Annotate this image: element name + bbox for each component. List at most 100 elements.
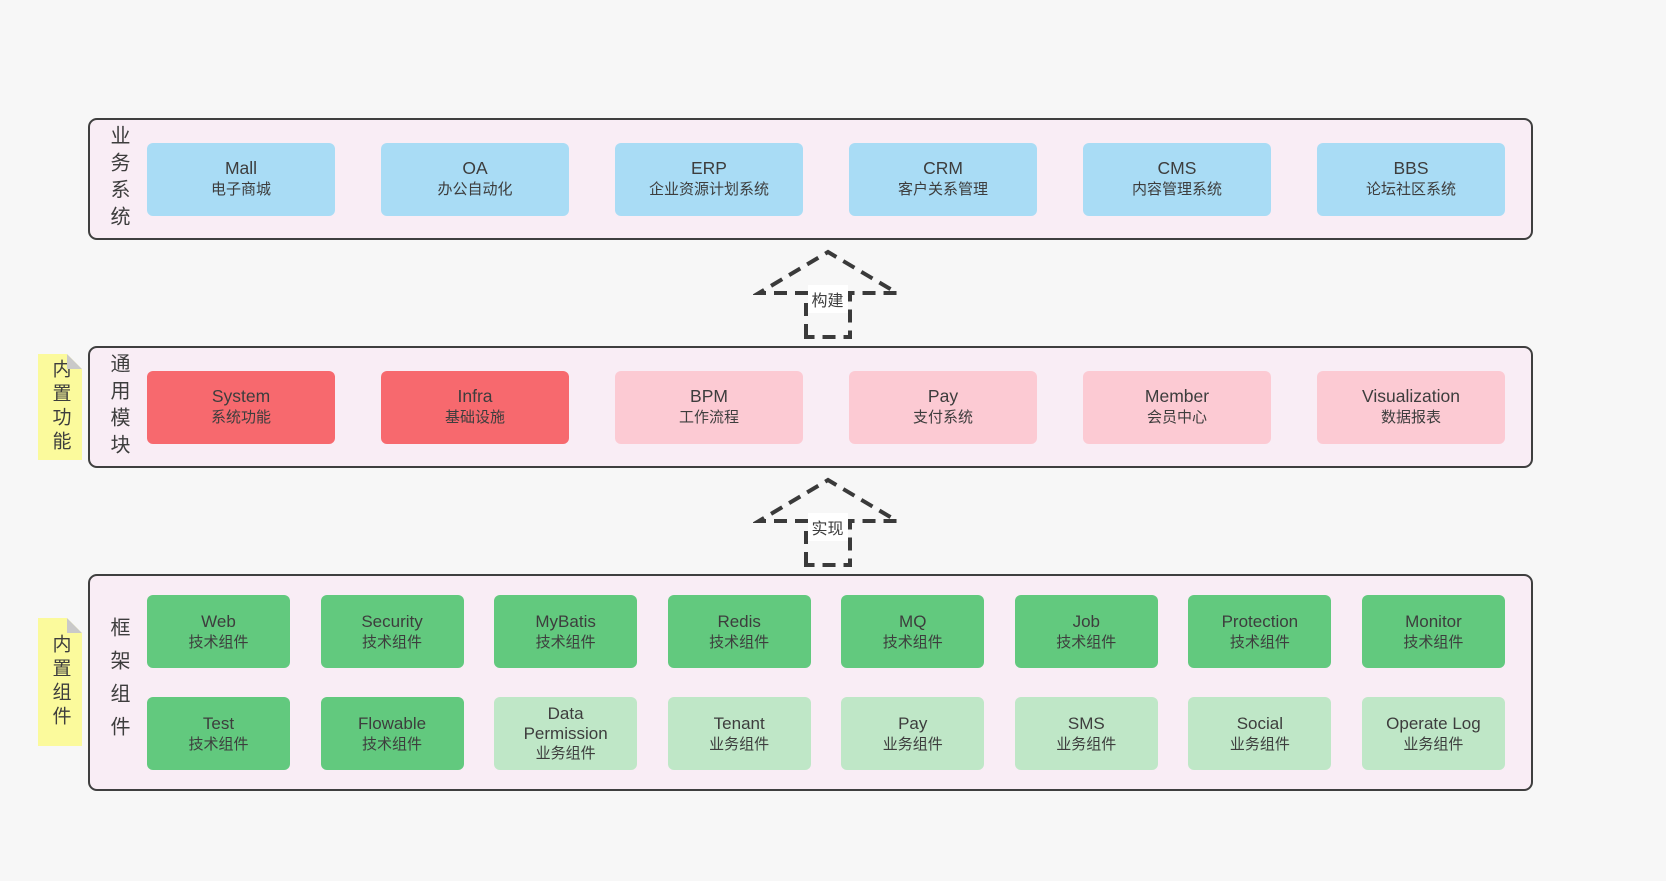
- layer-label-cell: 业务系统: [90, 120, 147, 238]
- box-bbs: BBS 论坛社区系统: [1317, 142, 1505, 216]
- box-monitor: Monitor 技术组件: [1361, 595, 1505, 668]
- box-title: ERP: [691, 158, 727, 178]
- box-mall: Mall 电子商城: [147, 142, 335, 216]
- layer-label-modules: 通用模块: [107, 353, 129, 461]
- box-redis: Redis 技术组件: [667, 595, 811, 668]
- arrow-up-icon: 实现: [752, 475, 903, 567]
- box-title: Redis: [717, 611, 761, 631]
- box-subtitle: 业务组件: [882, 735, 943, 753]
- box-subtitle: 会员中心: [1146, 409, 1207, 426]
- box-subtitle: 技术组件: [362, 735, 423, 753]
- box-title: Pay: [927, 386, 959, 406]
- box-subtitle: 业务组件: [1056, 735, 1117, 753]
- arrow-zone-build: 构建: [88, 240, 1533, 346]
- box-subtitle: 技术组件: [362, 633, 423, 651]
- box-oa: OA 办公自动化: [381, 142, 569, 216]
- box-subtitle: 支付系统: [912, 409, 973, 426]
- note-built-in-components: 内置组件: [38, 618, 82, 746]
- box-title: BBS: [1393, 158, 1429, 178]
- box-title: Test: [202, 713, 235, 733]
- box-subtitle: 论坛社区系统: [1365, 181, 1456, 198]
- box-subtitle: 工作流程: [678, 409, 739, 426]
- layer-business-systems: 业务系统 Mall 电子商城 OA 办公自动化 ERP 企业资源计划系统 CRM…: [88, 118, 1533, 240]
- layer-label-cell: 通用模块: [90, 348, 147, 466]
- box-subtitle: 内容管理系统: [1131, 181, 1222, 198]
- box-title: OA: [462, 158, 488, 178]
- box-mybatis: MyBatis 技术组件: [494, 595, 638, 668]
- box-title: BPM: [690, 386, 728, 406]
- box-title: Flowable: [358, 713, 427, 733]
- box-cms: CMS 内容管理系统: [1083, 142, 1271, 216]
- box-subtitle: 电子商城: [210, 181, 271, 198]
- note-label: 内置功能: [49, 359, 71, 455]
- layer-label-framework: 框架组件: [107, 616, 129, 749]
- box-bpm: BPM 工作流程: [615, 370, 803, 444]
- box-title: Mall: [224, 158, 258, 178]
- box-subtitle: 技术组件: [535, 633, 596, 651]
- box-title: Pay: [898, 713, 928, 733]
- box-subtitle: 技术组件: [1403, 633, 1464, 651]
- box-system: System 系统功能: [147, 370, 335, 444]
- box-subtitle: 数据报表: [1380, 409, 1441, 426]
- box-security: Security 技术组件: [320, 595, 464, 668]
- box-subtitle: 技术组件: [1056, 633, 1117, 651]
- box-member: Member 会员中心: [1083, 370, 1271, 444]
- box-crm: CRM 客户关系管理: [849, 142, 1037, 216]
- box-title: Member: [1144, 386, 1210, 406]
- framework-boxes-grid: Web 技术组件 Security 技术组件 MyBatis 技术组件 Redi…: [147, 576, 1531, 789]
- arrow-up-icon: 构建: [752, 247, 903, 339]
- box-social: Social 业务组件: [1188, 697, 1332, 770]
- box-sms: SMS 业务组件: [1014, 697, 1158, 770]
- box-job: Job 技术组件: [1014, 595, 1158, 668]
- note-built-in-features: 内置功能: [38, 354, 82, 460]
- box-title: MyBatis: [535, 611, 596, 631]
- box-subtitle: 技术组件: [188, 633, 249, 651]
- box-pay-biz: Pay 业务组件: [841, 697, 985, 770]
- box-subtitle: 技术组件: [1229, 633, 1290, 651]
- box-subtitle: 业务组件: [1403, 735, 1464, 753]
- business-boxes-row: Mall 电子商城 OA 办公自动化 ERP 企业资源计划系统 CRM 客户关系…: [147, 120, 1531, 238]
- box-data-permission: Data Permission 业务组件: [494, 697, 638, 770]
- box-subtitle: 系统功能: [210, 409, 271, 426]
- layer-common-modules: 通用模块 System 系统功能 Infra 基础设施 BPM 工作流程 Pay…: [88, 346, 1533, 468]
- box-title: System: [211, 386, 271, 406]
- box-tenant: Tenant 业务组件: [667, 697, 811, 770]
- box-title: Web: [201, 611, 236, 631]
- box-title: CMS: [1157, 158, 1197, 178]
- box-subtitle: 办公自动化: [437, 181, 513, 198]
- box-title: Visualization: [1362, 386, 1460, 406]
- box-title: Protection: [1221, 611, 1299, 631]
- box-title: Social: [1236, 713, 1284, 733]
- box-subtitle: 基础设施: [444, 409, 505, 426]
- box-title: Operate Log: [1386, 713, 1481, 733]
- box-visualization: Visualization 数据报表: [1317, 370, 1505, 444]
- box-title: Security: [361, 611, 423, 631]
- layer-framework-components: 框架组件 Web 技术组件 Security 技术组件 MyBatis 技术组件…: [88, 574, 1533, 791]
- arrow-zone-implement: 实现: [88, 468, 1533, 574]
- box-protection: Protection 技术组件: [1188, 595, 1332, 668]
- diagram-column: 业务系统 Mall 电子商城 OA 办公自动化 ERP 企业资源计划系统 CRM…: [88, 118, 1533, 791]
- box-web: Web 技术组件: [147, 595, 290, 668]
- box-title: MQ: [899, 611, 927, 631]
- box-mq: MQ 技术组件: [841, 595, 985, 668]
- box-subtitle: 客户关系管理: [897, 181, 988, 198]
- box-title: Job: [1072, 611, 1101, 631]
- arrow-build-label: 构建: [807, 285, 848, 314]
- box-subtitle: 业务组件: [709, 735, 770, 753]
- box-subtitle: 业务组件: [1229, 735, 1290, 753]
- box-subtitle: 企业资源计划系统: [648, 181, 769, 198]
- box-subtitle: 技术组件: [188, 735, 249, 753]
- box-flowable: Flowable 技术组件: [320, 697, 464, 770]
- box-erp: ERP 企业资源计划系统: [615, 142, 803, 216]
- box-title: Infra: [457, 386, 493, 406]
- note-label: 内置组件: [49, 634, 71, 730]
- box-subtitle: 技术组件: [882, 633, 943, 651]
- box-title: SMS: [1067, 713, 1105, 733]
- layer-label-cell: 框架组件: [90, 576, 147, 789]
- box-title: Monitor: [1405, 611, 1462, 631]
- box-pay: Pay 支付系统: [849, 370, 1037, 444]
- box-title: Tenant: [713, 713, 765, 733]
- box-title: Data Permission: [523, 703, 608, 743]
- layer-label-business: 业务系统: [107, 125, 129, 233]
